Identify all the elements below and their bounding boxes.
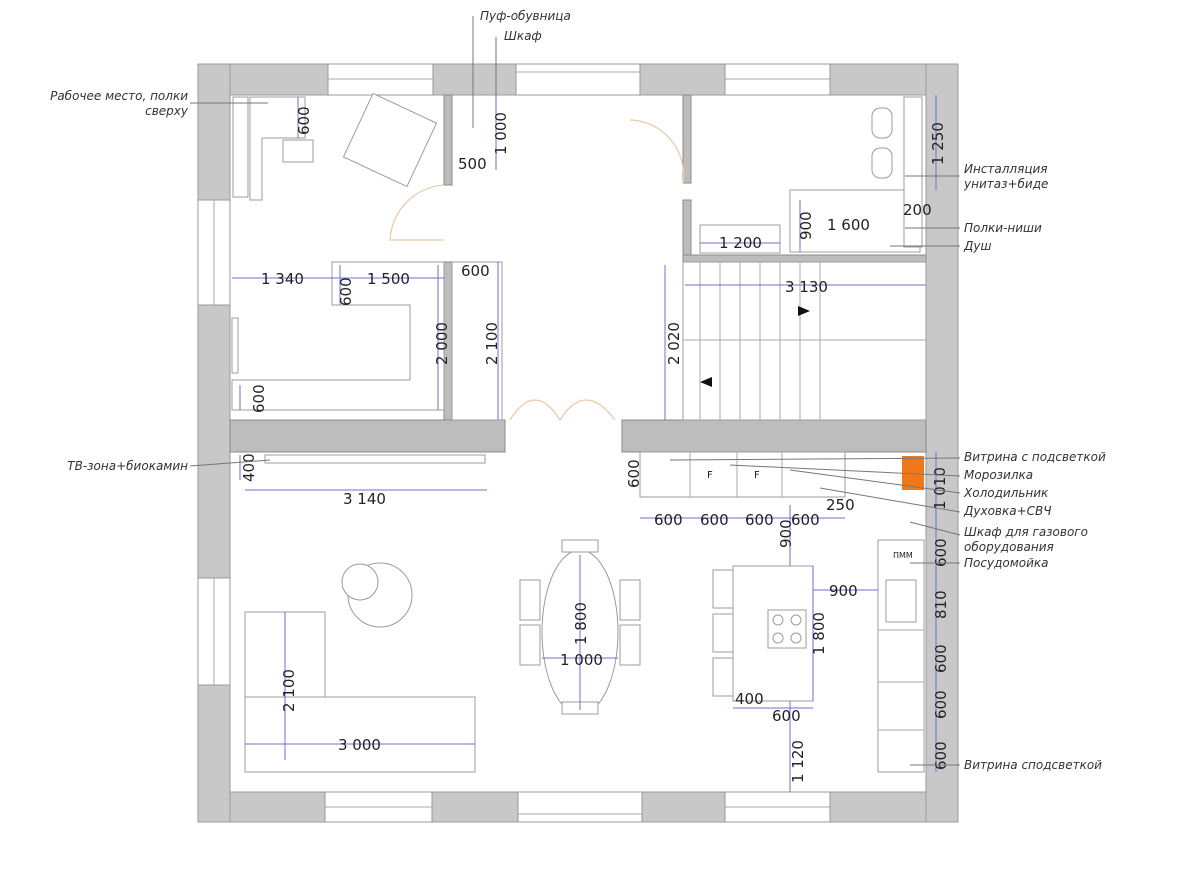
dim: 600 (772, 707, 801, 725)
sofa (244, 696, 476, 773)
dim: 200 (903, 201, 932, 219)
sink-cabinet (699, 224, 781, 254)
armchair (342, 92, 438, 188)
label-gas-cabinet: Шкаф для газового (964, 525, 1088, 539)
label-tv-zone: ТВ-зона+биокамин (67, 459, 188, 473)
toilet (871, 107, 893, 139)
label-wardrobe: Шкаф (504, 29, 542, 43)
dim: 600 (700, 511, 729, 529)
dim: 600 (932, 741, 950, 770)
dim: 1 000 (560, 651, 603, 669)
dim: 1 200 (719, 234, 762, 252)
label-gas-cabinet: оборудования (964, 540, 1054, 554)
sink (885, 579, 917, 623)
dim: 600 (654, 511, 683, 529)
label-installation: унитаз+биде (963, 177, 1048, 191)
dim: 250 (826, 496, 855, 514)
cooktop (767, 609, 807, 649)
dim: 600 (932, 644, 950, 673)
staircase (682, 261, 927, 421)
dim: 1 340 (261, 270, 304, 288)
label-oven: Духовка+СВЧ (963, 504, 1052, 518)
labels: Рабочее место, полки сверху Пуф-обувница… (50, 9, 1106, 772)
bookshelf (232, 96, 249, 198)
dim: 600 (791, 511, 820, 529)
showcase-accent (902, 456, 924, 490)
label-workplace: сверху (145, 104, 189, 118)
dim: 2 100 (483, 322, 501, 365)
dim: 1 600 (827, 216, 870, 234)
dim: 1 010 (931, 467, 949, 510)
dim: 2 020 (665, 322, 683, 365)
dim: 1 500 (367, 270, 410, 288)
dimensions: 600 500 1 000 1 340 1 500 600 600 2 000 … (240, 106, 950, 783)
kitchen-right-row (877, 539, 925, 773)
dim: 3 140 (343, 490, 386, 508)
label-freezer: Морозилка (964, 468, 1033, 482)
dim: 600 (932, 538, 950, 567)
dim: 3 130 (785, 278, 828, 296)
doors (389, 119, 685, 422)
dim: 900 (777, 519, 795, 548)
dim: 600 (295, 106, 313, 135)
dim: 1 120 (789, 740, 807, 783)
dim: 1 250 (929, 122, 947, 165)
dim: 600 (745, 511, 774, 529)
label-dishwasher: Посудомойка (964, 556, 1049, 570)
dim: 1 800 (810, 612, 828, 655)
dim: 2 000 (433, 322, 451, 365)
label-shelves: Полки-ниши (964, 221, 1042, 235)
wardrobe-closet (231, 261, 445, 411)
label-installation: Инсталляция (964, 162, 1048, 176)
stairs-up-arrow (798, 306, 810, 316)
dim: 1 800 (572, 602, 590, 645)
dim: 600 (337, 277, 355, 306)
dim: 400 (735, 690, 764, 708)
dishwasher-mark: ПММ (893, 551, 913, 560)
fridge-mark: F (707, 470, 713, 481)
dim: 3 000 (338, 736, 381, 754)
dim: 900 (797, 211, 815, 240)
inner-walls (229, 94, 927, 453)
dim: 600 (932, 690, 950, 719)
dim: 400 (240, 453, 258, 482)
bidet (871, 147, 893, 179)
dim: 1 000 (492, 112, 510, 155)
furniture (231, 92, 927, 773)
tv-fireplace (264, 454, 486, 464)
dim: 600 (250, 384, 268, 413)
label-pouf: Пуф-обувница (480, 9, 571, 23)
label-fridge: Холодильник (963, 486, 1049, 500)
dimension-lines (232, 95, 937, 792)
dim: 810 (932, 590, 950, 619)
dim: 2 100 (280, 669, 298, 712)
label-workplace: Рабочее место, полки (50, 89, 188, 103)
windows (197, 63, 831, 823)
label-showcase-2: Витрина сподсветкой (964, 758, 1102, 772)
dim: 600 (461, 262, 490, 280)
stairs-down-arrow (700, 377, 712, 387)
dim: 900 (829, 582, 858, 600)
dim: 500 (458, 155, 487, 173)
leader-lines (189, 16, 961, 766)
label-shower: Душ (963, 239, 991, 253)
label-showcase: Витрина с подсветкой (964, 450, 1106, 464)
shower (789, 189, 921, 253)
dim: 600 (625, 459, 643, 488)
fridge-mark: F (754, 470, 760, 481)
